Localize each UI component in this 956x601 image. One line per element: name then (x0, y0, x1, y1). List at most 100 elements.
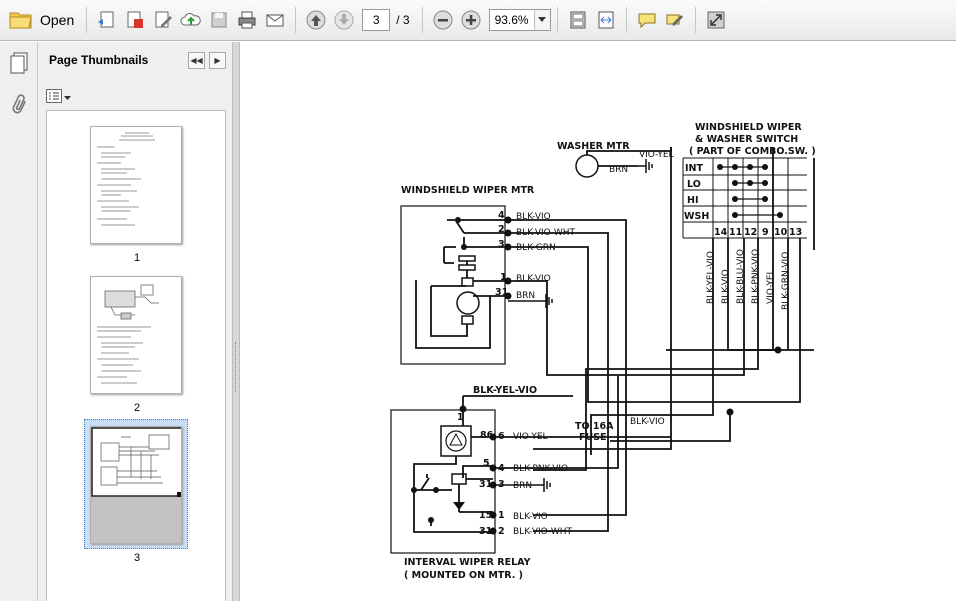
switch-terminal-10: 10 (774, 227, 788, 238)
switch-wire-label: BLK-PNK-VIO (751, 249, 761, 304)
thumbnail-label: 1 (133, 252, 141, 264)
switch-terminal-9: 9 (762, 227, 769, 238)
switch-wire-label: BLK-YEL-VIO (706, 251, 716, 304)
switch-terminal-14: 14 (714, 227, 728, 238)
separator (625, 7, 627, 33)
grip-handle (235, 342, 237, 392)
email-icon[interactable] (261, 6, 289, 34)
motor-wire-blk-grn: BLK-GRN (516, 243, 556, 253)
expand-panel-icon[interactable]: ▶ (209, 52, 226, 69)
relay-title-2: ( MOUNTED ON MTR. ) (404, 570, 523, 581)
motor-pin-2: 2 (498, 224, 505, 235)
switch-title-2: & WASHER SWITCH (695, 134, 798, 145)
ground-symbol (638, 159, 653, 173)
relay-feed-pin: 1 (457, 412, 464, 423)
thumbnail-page-1[interactable] (90, 126, 182, 244)
collapse-panel-icon[interactable]: ◀◀ (188, 52, 205, 69)
motor-pin-31: 31 (495, 287, 508, 298)
relay-pin-86: 86 (480, 430, 494, 441)
switch-wire-label: VIO-YEL (766, 269, 776, 304)
washer-brn-label: BRN (609, 165, 628, 175)
washer-vio-yel-label: VIO-YEL (639, 150, 674, 160)
motor-wire-brn: BRN (516, 291, 535, 301)
save-icon[interactable] (205, 6, 233, 34)
export-pdf-icon[interactable] (121, 6, 149, 34)
relay-pin-31b: 31 (479, 526, 492, 537)
switch-wire-label: BLK-BLU-VIO (736, 249, 746, 304)
wiring-diagram: WASHER MTR BRN VIO-YEL WINDSHIELD WIPER … (390, 122, 816, 581)
relay-pin-2: 2 (498, 526, 505, 537)
thumbnail-page-3[interactable] (90, 426, 182, 544)
relay-pin-5: 5 (483, 458, 490, 469)
wiper-motor-box (400, 205, 506, 365)
relay-pin-15: 15 (479, 510, 492, 521)
motor-wire-blk-vio: BLK-VIO (516, 212, 551, 222)
pages-icon[interactable] (6, 50, 32, 76)
comment-icon[interactable] (633, 6, 661, 34)
fit-page-icon[interactable] (564, 6, 592, 34)
motor-pin-1: 1 (500, 272, 507, 283)
zoom-in-icon[interactable] (457, 6, 485, 34)
upload-cloud-icon[interactable] (177, 6, 205, 34)
fullscreen-icon[interactable] (702, 6, 730, 34)
wiper-motor-label: WINDSHIELD WIPER MTR (401, 185, 535, 196)
separator (86, 7, 88, 33)
thumbnail-list: 1 2 (46, 110, 226, 601)
toolbar: Open 3 / 3 93.6% (0, 0, 956, 41)
list-options-icon (46, 88, 62, 106)
page-total: / 3 (396, 13, 410, 27)
switch-title-3: ( PART OF COMBO.SW. ) (689, 146, 816, 157)
relay-wire-brn: BRN (513, 481, 532, 491)
motor-pin-3: 3 (498, 239, 505, 250)
switch-row-lo: LO (687, 179, 701, 190)
next-page-icon[interactable] (330, 6, 358, 34)
motor-symbol (456, 291, 480, 315)
edit-pdf-icon[interactable] (149, 6, 177, 34)
relay-title-1: INTERVAL WIPER RELAY (404, 557, 531, 568)
zoom-value: 93.6% (494, 13, 529, 27)
switch-terminal-12: 12 (744, 227, 757, 238)
thumbnail-label: 2 (133, 402, 141, 414)
attachments-icon[interactable] (6, 92, 32, 118)
open-button[interactable]: Open (6, 6, 80, 34)
panel-title: Page Thumbnails (49, 53, 149, 67)
relay-pin-1: 1 (498, 510, 505, 521)
previous-page-icon[interactable] (302, 6, 330, 34)
switch-row-wsh: WSH (684, 211, 709, 222)
fit-width-icon[interactable] (592, 6, 620, 34)
highlight-icon[interactable] (661, 6, 689, 34)
thumbnail-page-2[interactable] (90, 276, 182, 394)
fuse-wire-label: BLK-VIO (630, 417, 665, 427)
open-label: Open (40, 12, 75, 28)
ground-symbol (493, 478, 551, 492)
relay-feed-wire-label: BLK-YEL-VIO (473, 385, 537, 396)
motor-wire-blk-vio-2: BLK-VIO (516, 274, 551, 284)
navigation-pane-strip (0, 42, 38, 601)
create-pdf-icon[interactable] (93, 6, 121, 34)
switch-row-hi: HI (687, 195, 699, 206)
chevron-down-icon[interactable] (533, 10, 550, 30)
switch-title-1: WINDSHIELD WIPER (695, 122, 802, 133)
washer-motor-symbol (575, 154, 599, 178)
zoom-select[interactable]: 93.6% (488, 9, 551, 31)
folder-icon (8, 8, 34, 33)
panel-splitter[interactable] (232, 42, 240, 601)
fuse-label-1: TO 16A (575, 421, 614, 432)
separator (295, 7, 297, 33)
relay-wire-blk-vio-wht: BLK-VIO-WHT (513, 527, 573, 537)
relay-box (390, 409, 496, 554)
print-icon[interactable] (233, 6, 261, 34)
options-menu-button[interactable] (46, 88, 72, 106)
switch-row-int: INT (685, 163, 703, 174)
zoom-out-icon[interactable] (429, 6, 457, 34)
switch-wire-label: BLK-VIO (721, 269, 731, 304)
separator (556, 7, 558, 33)
switch-terminal-13: 13 (789, 227, 802, 238)
relay-wire-blk-vio: BLK-VIO (513, 512, 548, 522)
separator (694, 7, 696, 33)
thumbnails-panel: Page Thumbnails ◀◀ ▶ 1 (38, 42, 232, 601)
ground-symbol (508, 294, 553, 308)
document-view: WASHER MTR BRN VIO-YEL WINDSHIELD WIPER … (241, 42, 956, 601)
switch-terminal-11: 11 (729, 227, 742, 238)
page-number-input[interactable]: 3 (362, 9, 391, 31)
